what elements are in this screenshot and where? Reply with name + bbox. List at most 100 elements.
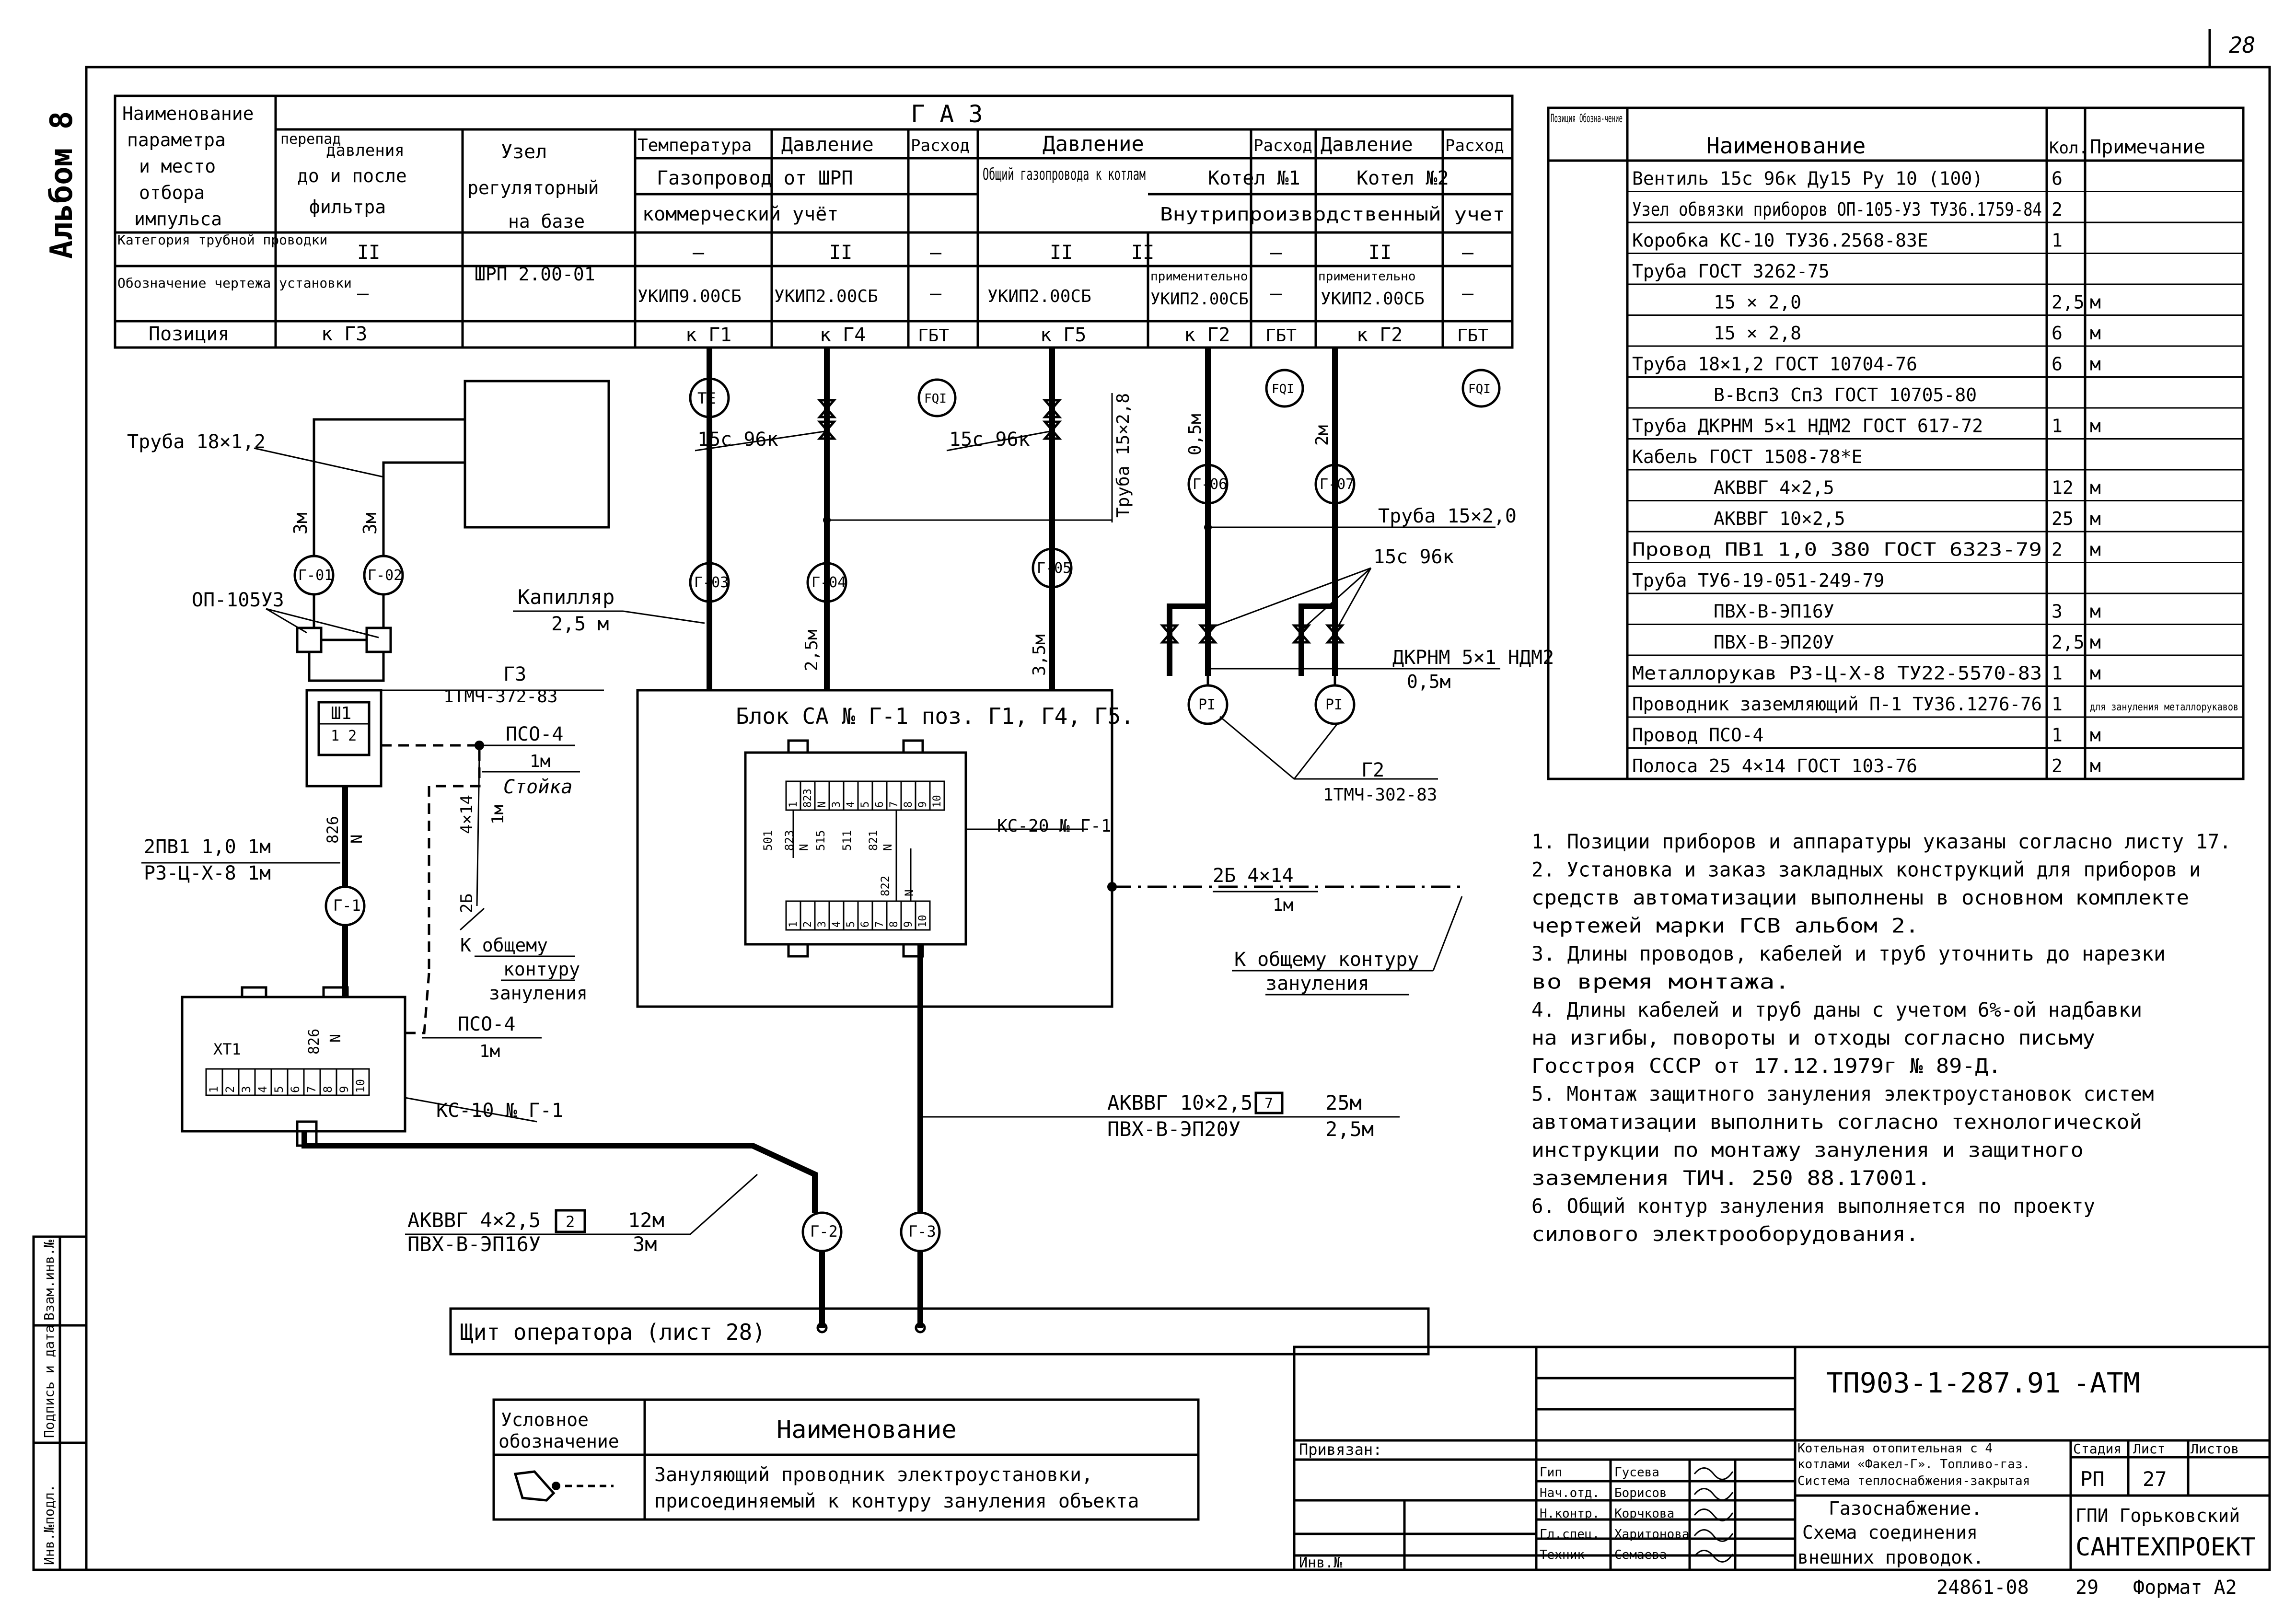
col2-a: Узел xyxy=(501,141,547,163)
spec-row-qty: 2 xyxy=(2052,539,2063,560)
param-header-5: импульса xyxy=(134,209,222,230)
shield-label: Щит оператора (лист 28) xyxy=(460,1319,765,1345)
param-row-designation: Обозначение чертежа установки xyxy=(117,275,352,291)
strip-len: 1м xyxy=(1273,895,1293,915)
spec-head-qty: Кол. xyxy=(2049,139,2088,158)
spec-row-name: АКВВГ 10×2,5 xyxy=(1714,508,1845,529)
instr-g3: Г-3 xyxy=(908,1222,936,1241)
project-l2: котлами «Факел-Г». Топливо-газ. xyxy=(1797,1457,2030,1472)
col1-d: фильтра xyxy=(309,197,386,218)
wire-4x14: 4×14 xyxy=(457,795,476,834)
sheet-value: 27 xyxy=(2143,1467,2167,1491)
col3-des: УКИП9.00СБ xyxy=(638,287,742,306)
pipe15-28-label: Труба 15×2,8 xyxy=(1113,393,1133,518)
col4-cat: II xyxy=(829,242,852,264)
instr-g05: Г-05 xyxy=(1037,560,1071,577)
col6b-cat: II xyxy=(1131,242,1154,264)
pso4-bot: ПСО-4 xyxy=(458,1013,515,1035)
akvvg10-label: АКВВГ 10×2,5 xyxy=(1107,1091,1252,1114)
col9-pos: ГБТ xyxy=(1457,326,1488,346)
terminal-bottom-label: 10 xyxy=(917,915,929,928)
instr-g06: Г-06 xyxy=(1193,476,1227,493)
sub-commerce: коммерческий учёт xyxy=(642,203,838,225)
spec-row-name: Металлорукав РЗ-Ц-Х-8 ТУ22-5570-83 xyxy=(1632,663,2042,684)
spec-head-name: Наименование xyxy=(1706,133,1866,159)
param-row-position: Позиция xyxy=(149,323,230,345)
pvh16-len: 3м xyxy=(633,1232,657,1256)
spec-row-name: ПВХ-В-ЭП20У xyxy=(1714,632,1834,653)
col3-head: Температура xyxy=(638,136,752,155)
sheet-title-2: Схема соединения xyxy=(1802,1522,1978,1543)
note-line: 1. Позиции приборов и аппаратуры указаны… xyxy=(1531,830,2231,853)
spec-row-name: 15 × 2,8 xyxy=(1714,323,1801,344)
bottom-num: 24861-08 xyxy=(1936,1577,2029,1599)
instr-g02: Г-02 xyxy=(368,567,402,584)
spec-row-name: Труба ТУ6-19-051-249-79 xyxy=(1632,570,1884,591)
sheet-title-3: внешних проводок. xyxy=(1797,1547,1984,1568)
spec-row-note: м xyxy=(2090,323,2101,344)
dkrnm-label: ДКРНМ 5×1 НДМ2 xyxy=(1392,647,1554,669)
col2-b: регуляторный xyxy=(467,177,599,198)
col1-des: — xyxy=(357,282,369,304)
param-header-4: отбора xyxy=(139,182,205,203)
wire-label: N xyxy=(797,844,811,851)
sub-k2: Котел №2 xyxy=(1356,167,1449,189)
spec-row-qty: 1 xyxy=(2052,663,2063,684)
spec-row-qty: 1 xyxy=(2052,416,2063,437)
wire-label: 822 xyxy=(879,876,892,896)
akvvg10-len: 25м xyxy=(1325,1091,1362,1114)
col7-cat: — xyxy=(1270,242,1282,264)
note-line: 4. Длины кабелей и труб даны с учетом 6%… xyxy=(1531,998,2142,1021)
spec-row-qty: 2,5 xyxy=(2052,292,2085,313)
pv1-label: 2ПВ1 1,0 1м xyxy=(144,836,271,858)
srp-box xyxy=(464,380,610,529)
param-header-1: Наименование xyxy=(122,103,254,124)
instr-g04: Г-04 xyxy=(812,574,846,591)
stamp-sign: Подпись и дата xyxy=(41,1325,57,1438)
terminal-bottom-label: 7 xyxy=(874,921,886,928)
schematic: Труба 18×1,2 3м 3м Г-01 Г-02 ОП-105УЗ Ш1… xyxy=(127,348,1554,1356)
xt1-terminal-label: 7 xyxy=(305,1086,318,1093)
col6-cat: II xyxy=(1050,242,1073,264)
xt1-terminal-label: 8 xyxy=(321,1086,335,1093)
len-3m-a: 3м xyxy=(290,512,311,534)
spec-row-qty: 2 xyxy=(2052,199,2063,220)
col4-des: УКИП2.00СБ xyxy=(774,287,878,306)
terminal-top-label: 5 xyxy=(859,801,871,808)
title-person: Борисов xyxy=(1614,1486,1667,1500)
signature-mark xyxy=(1693,1467,1734,1480)
spec-row-note: м xyxy=(2090,663,2101,684)
col1-b: давления xyxy=(326,141,405,160)
terminal-bottom-label: 1 xyxy=(788,921,800,928)
spec-row-qty: 1 xyxy=(2052,725,2063,746)
xt1-terminal-label: 9 xyxy=(337,1086,351,1093)
spec-row-name: В-Всп3 Сп3 ГОСТ 10705-80 xyxy=(1714,384,1977,406)
pvh20-len: 2,5м xyxy=(1325,1117,1374,1141)
note-line: на изгибы, повороты и отходы согласно пи… xyxy=(1531,1026,2095,1050)
spec-row-qty: 12 xyxy=(2052,477,2074,499)
spec-row-qty: 1 xyxy=(2052,694,2063,715)
terminal-top-label: N xyxy=(816,801,828,808)
pipe-18-label: Труба 18×1,2 xyxy=(127,431,266,453)
g2-label: Г2 xyxy=(1361,759,1384,781)
instr-g07: Г-07 xyxy=(1320,476,1354,493)
sub-gas-srp: Газопровод от ШРП xyxy=(657,167,853,189)
sheet-corner-number: 28 xyxy=(2229,32,2255,58)
spec-row-note: м xyxy=(2090,632,2101,653)
note-line: инструкции по монтажу зануления и защитн… xyxy=(1531,1138,2084,1162)
sheet-title-1: Газоснабжение. xyxy=(1829,1498,1982,1519)
spec-row-name: Труба ДКРНМ 5×1 НДМ2 ГОСТ 617-72 xyxy=(1632,416,1983,437)
instr-g03: Г-03 xyxy=(694,574,729,591)
terminal-bottom xyxy=(915,900,931,931)
kapillar-label: Капилляр xyxy=(518,585,614,609)
terminal-top-label: 4 xyxy=(845,801,857,808)
note-line: 2. Установка и заказ закладных конструкц… xyxy=(1531,858,2201,882)
ks10-label: КС-10 № Г-1 xyxy=(436,1100,563,1122)
spec-row-name: Кабель ГОСТ 1508-78*Е xyxy=(1632,446,1862,467)
xt1-terminal-label: 6 xyxy=(289,1086,302,1093)
title-person: Корчкова xyxy=(1614,1507,1674,1521)
note-line: 6. Общий контур зануления выполняется по… xyxy=(1531,1195,2095,1218)
pso4-top: ПСО-4 xyxy=(506,723,563,745)
spec-row-qty: 2,5 xyxy=(2052,632,2085,653)
